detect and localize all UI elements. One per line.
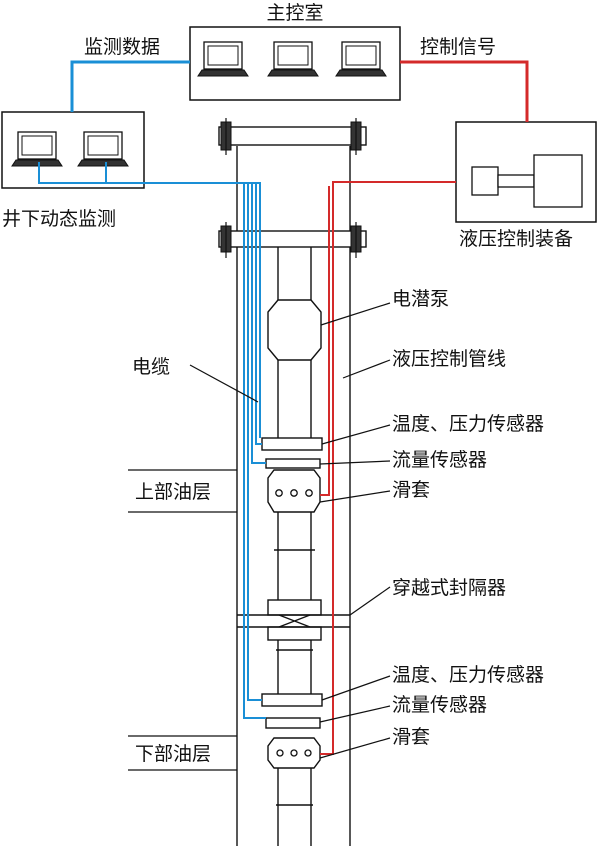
hydraulic-unit-icon [471,154,583,208]
upper-layer-marker [128,469,237,513]
control-room-label: 主控室 [266,2,323,24]
temp-pressure-sensor-upper [261,437,323,451]
packer-label: 穿越式封隔器 [392,577,506,599]
hydraulic-control-line [320,181,456,755]
laptop-icon [197,41,249,77]
lower-layer-label: 下部油层 [135,743,211,765]
laptop-icon [77,131,129,167]
esp-label: 电潜泵 [392,288,449,310]
sliding-sleeve-lower [267,737,321,769]
flow-sensor-lower [265,717,321,729]
monitor-data-label: 监测数据 [84,36,160,58]
lower-layer-marker [128,735,237,771]
packer [237,599,350,641]
wellhead-flange-top [218,118,367,155]
laptop-icon [11,131,63,167]
casing [236,146,351,846]
laptop-icon [335,41,387,77]
sliding-sleeve-lower-label: 滑套 [392,726,430,748]
tubing-string [274,247,315,846]
wellhead-flange-bottom [218,222,367,258]
hydraulic-line-label: 液压控制管线 [392,348,506,370]
sliding-sleeve-upper [267,469,321,513]
temp-pressure-sensor-upper-label: 温度、压力传感器 [392,413,544,435]
hydraulic-device-box [455,121,597,223]
control-signal-label: 控制信号 [420,36,496,58]
temp-pressure-sensor-lower [261,693,323,707]
flow-sensor-upper-label: 流量传感器 [392,449,487,471]
monitor-data-link [70,60,190,112]
flow-sensor-upper [265,458,321,469]
temp-pressure-sensor-lower-label: 温度、压力传感器 [392,664,544,686]
monitor-cable [38,162,266,719]
cable-label: 电缆 [132,356,170,378]
esp-pump [267,299,322,361]
control-signal-link [400,60,529,122]
flow-sensor-lower-label: 流量传感器 [392,694,487,716]
downhole-monitor-label: 井下动态监测 [2,208,116,230]
downhole-monitor-box [1,111,145,189]
leader-lines [189,302,391,759]
upper-layer-label: 上部油层 [135,481,211,503]
control-room [189,26,401,101]
laptop-icon [267,41,319,77]
sliding-sleeve-upper-label: 滑套 [392,479,430,501]
hydraulic-device-label: 液压控制装备 [459,228,573,250]
